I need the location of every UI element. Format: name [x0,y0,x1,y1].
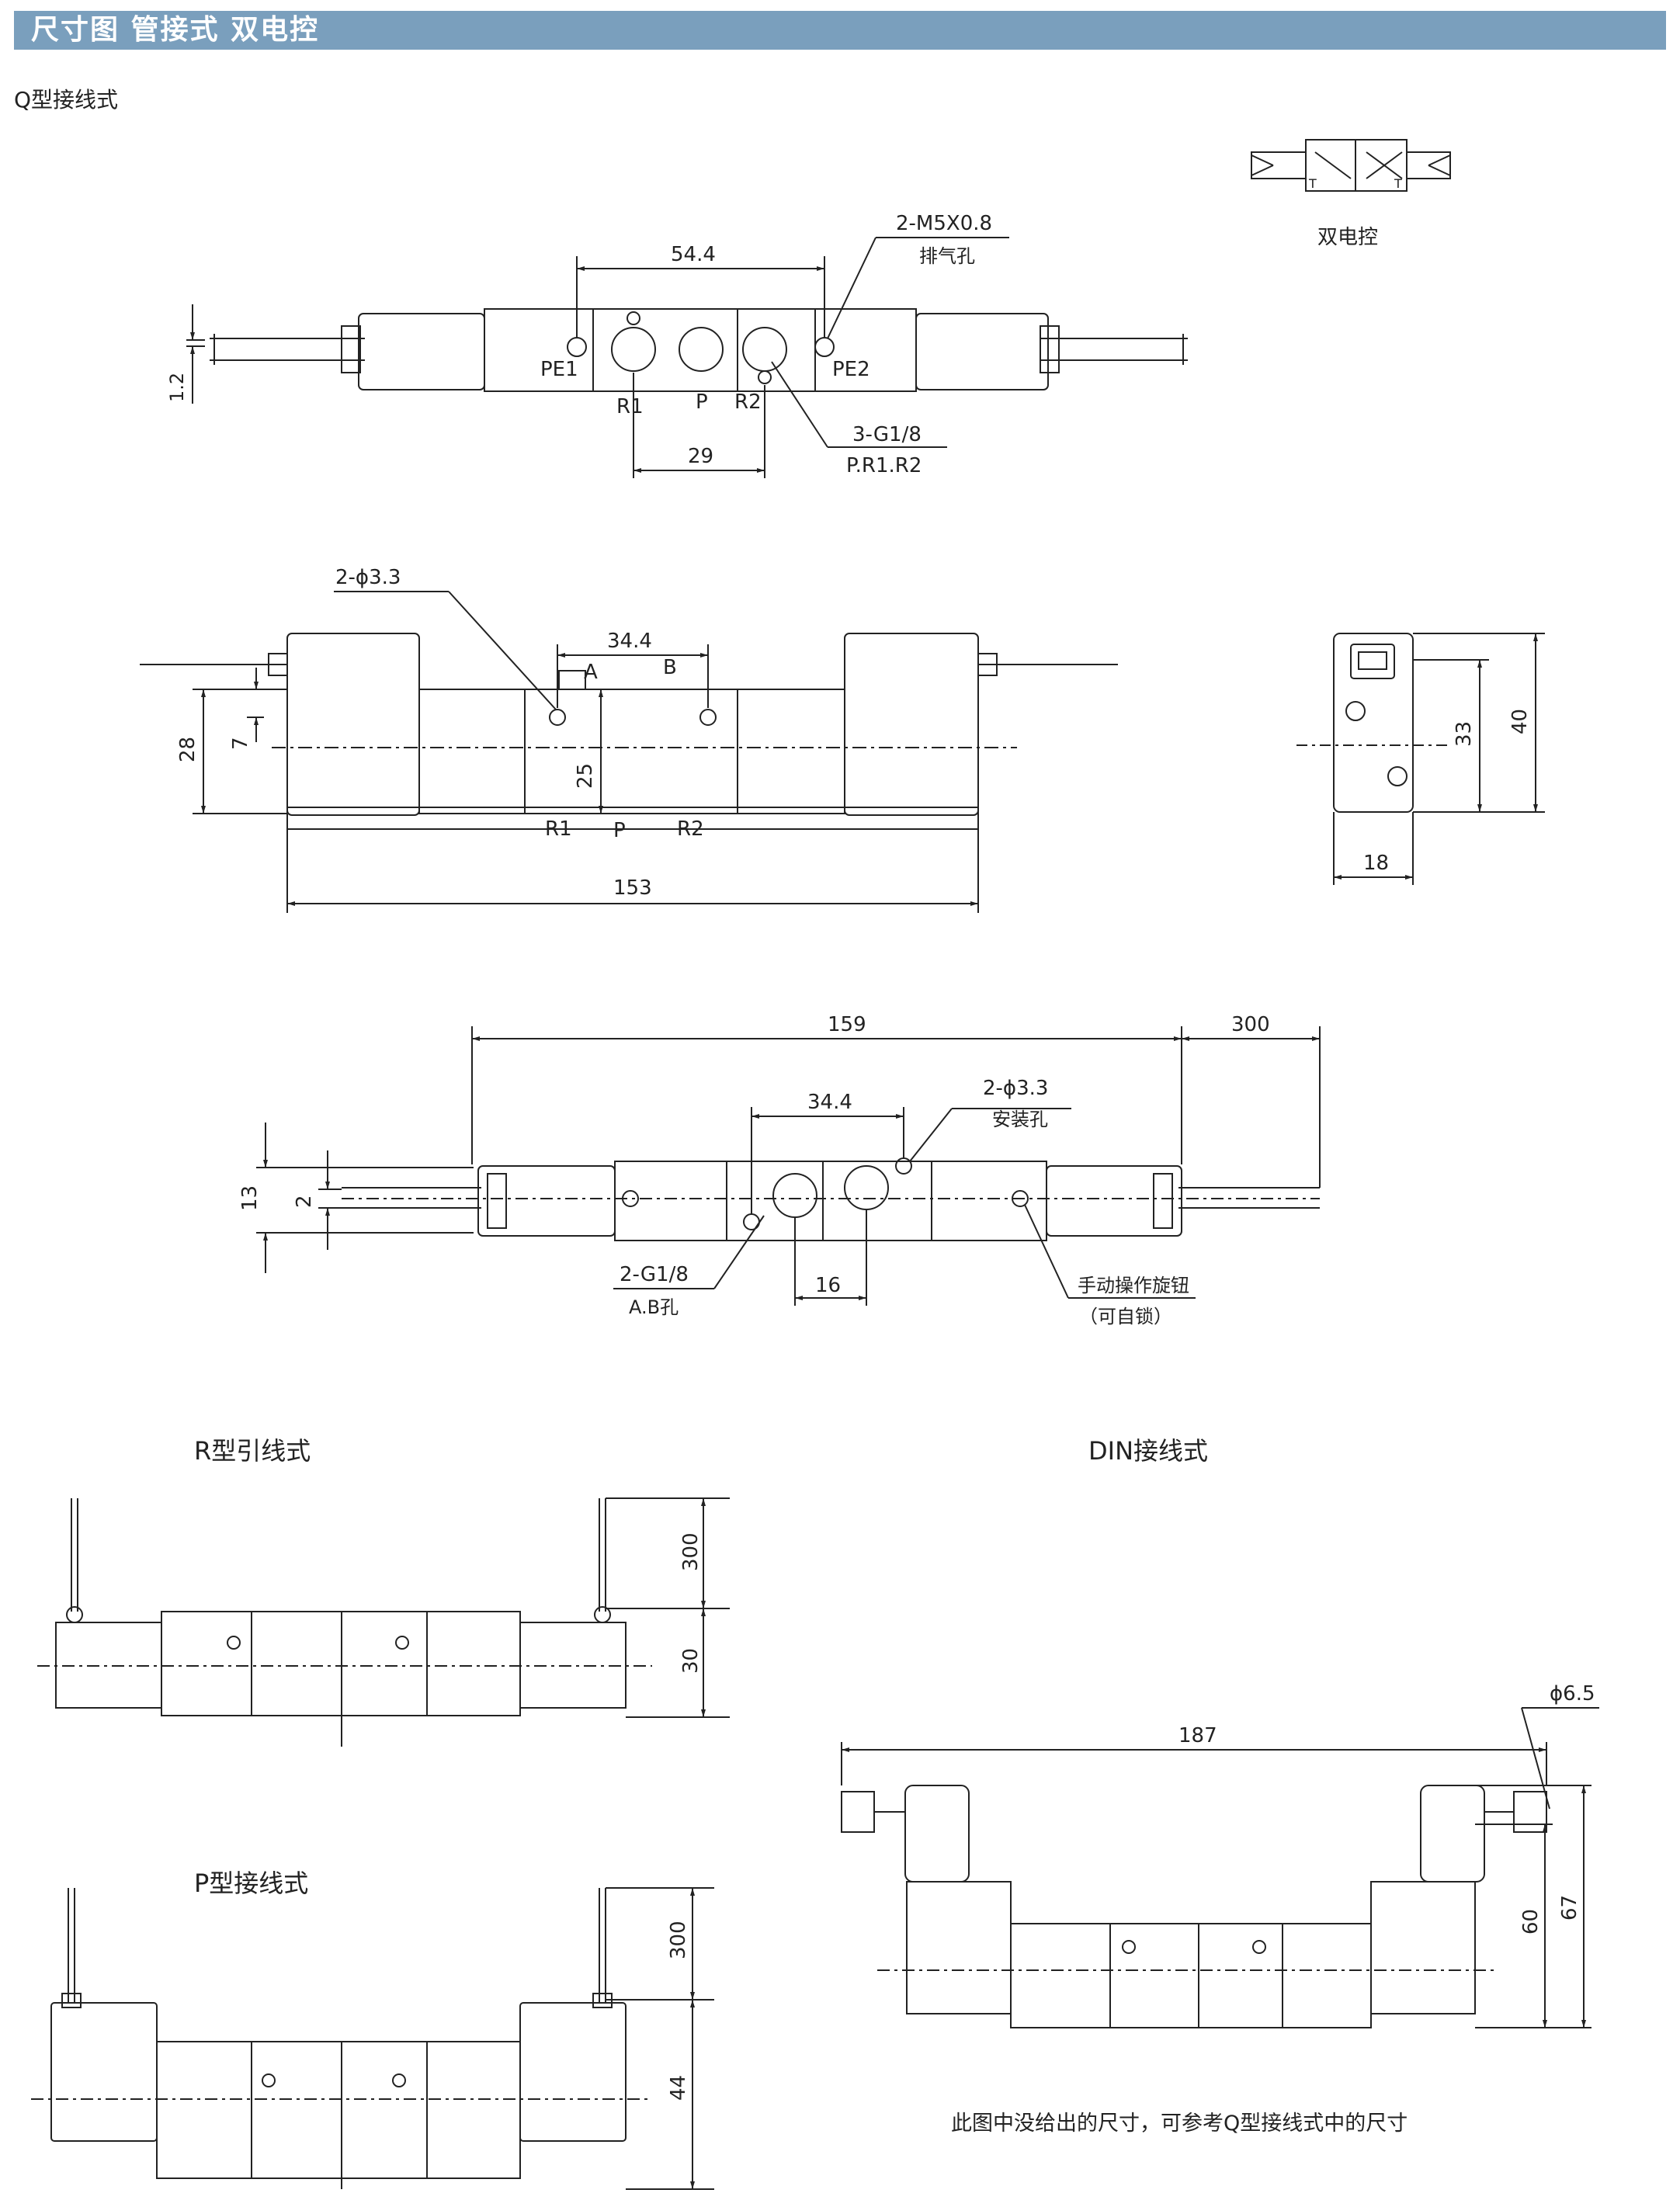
side-d-40: 40 [1508,709,1532,734]
symbol-t1: T [1308,176,1317,191]
front-d-153: 153 [613,876,652,900]
symbol-caption: 双电控 [1317,226,1378,249]
side-d-33: 33 [1453,721,1476,747]
section-header-bar: 尺寸图 管接式 双电控 [14,11,1666,50]
section-title: 尺寸图 管接式 双电控 [31,14,320,46]
bottom-ab-spec: 2-G1/8 [620,1263,689,1286]
top-r2: R2 [734,390,762,414]
din-d-phi: ϕ6.5 [1550,1682,1595,1706]
front-view [140,591,1118,913]
r-type-label: R型引线式 [194,1436,311,1466]
din-d-187: 187 [1178,1724,1217,1747]
bottom-view [256,1026,1321,1306]
top-port-spec: 3-G1/8 [852,423,922,446]
front-p: P [613,819,626,842]
top-port-names: P.R1.R2 [846,454,922,477]
p-d-300: 300 [667,1921,690,1959]
bottom-d-300: 300 [1231,1013,1270,1036]
q-type-label: Q型接线式 [14,87,118,113]
p-type-label: P型接线式 [194,1869,308,1898]
bottom-ab-name: A.B孔 [629,1296,679,1318]
bottom-mount-name: 安装孔 [992,1109,1048,1130]
top-exhaust-spec: 2-M5X0.8 [896,212,992,235]
din-view [841,1707,1599,2028]
p-d-44: 44 [667,2075,690,2101]
side-d-18: 18 [1363,852,1389,875]
top-pe2: PE2 [832,358,870,381]
top-d-29: 29 [688,445,713,468]
front-d-7: 7 [229,737,252,750]
top-view [186,237,1188,478]
top-d-54-4: 54.4 [671,243,716,266]
r-d-300: 300 [679,1532,703,1571]
front-b: B [663,656,677,679]
bottom-manual-name: 手动操作旋钮 [1078,1275,1189,1296]
top-p: P [696,390,708,414]
bottom-d-16: 16 [815,1274,841,1297]
top-exhaust-name: 排气孔 [919,245,975,267]
p-type-view [31,1887,714,2190]
bottom-d-2: 2 [293,1195,316,1208]
front-holes: 2-ϕ3.3 [335,566,401,589]
r-type-view [37,1497,730,1747]
din-d-67: 67 [1558,1895,1581,1921]
top-d-1-2: 1.2 [166,373,188,402]
front-r1: R1 [545,817,572,841]
bottom-d-13: 13 [238,1185,262,1211]
front-d-28: 28 [176,737,200,762]
front-d-25: 25 [574,763,597,789]
footnote: 此图中没给出的尺寸，可参考Q型接线式中的尺寸 [951,2112,1408,2136]
bottom-manual-note: （可自锁） [1079,1306,1172,1327]
bottom-mount-spec: 2-ϕ3.3 [983,1077,1048,1100]
r-d-30: 30 [679,1648,703,1674]
top-r1: R1 [616,395,644,418]
symbol-t2: T [1394,176,1402,191]
front-a: A [584,661,598,684]
din-d-60: 60 [1519,1909,1543,1935]
bottom-d-34-4: 34.4 [807,1091,852,1114]
din-type-label: DIN接线式 [1088,1436,1208,1466]
side-view [1296,633,1545,885]
double-solenoid-symbol [1251,139,1451,192]
front-r2: R2 [677,817,704,841]
top-pe1: PE1 [540,358,578,381]
front-d-34-4: 34.4 [607,630,652,653]
bottom-d-159: 159 [828,1013,866,1036]
